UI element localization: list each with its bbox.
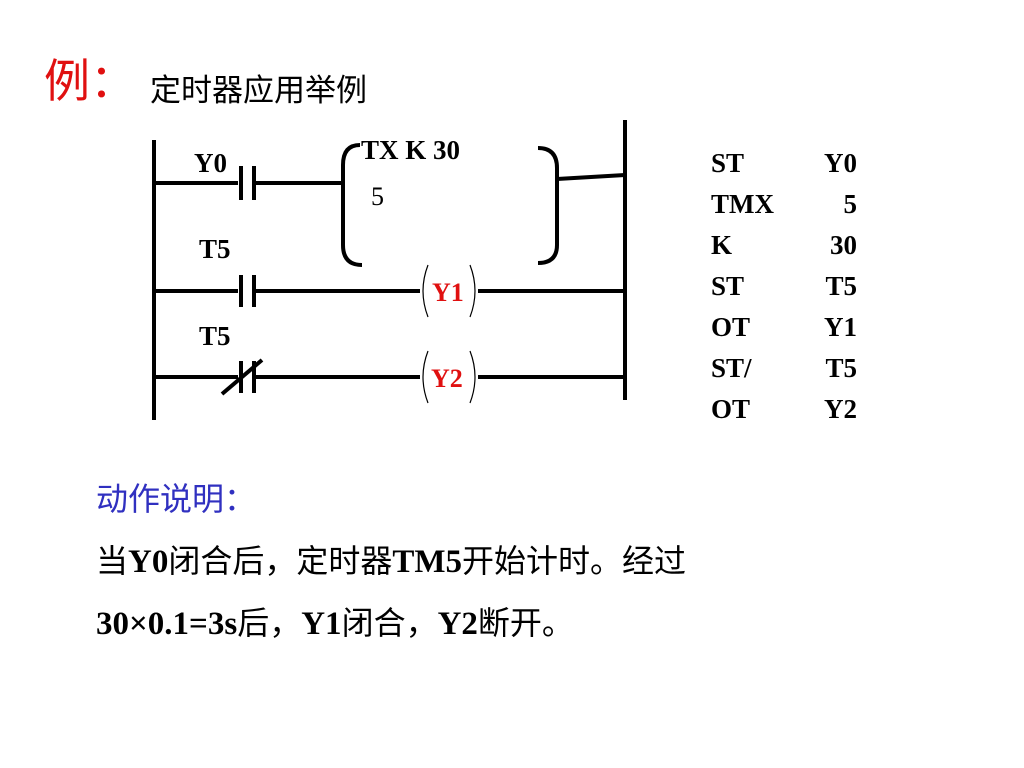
- example-prefix: 例：: [44, 54, 136, 108]
- instruction-op: ST: [711, 148, 745, 178]
- timer-bracket-left: [341, 143, 363, 267]
- instruction-op: TMX: [711, 189, 774, 219]
- instruction-op: K: [711, 230, 733, 260]
- instruction-arg: Y1: [824, 312, 857, 342]
- coil-y1-label: Y1: [432, 278, 464, 307]
- timer-bracket-right: [537, 146, 559, 265]
- instruction-arg: 5: [843, 189, 858, 219]
- coil-y2-right-arc: [469, 350, 476, 404]
- coil-y2-label: Y2: [431, 364, 463, 393]
- instruction-arg: Y2: [824, 394, 857, 424]
- rung2-contact-label: T5: [199, 234, 231, 264]
- rung3-nc-slash: [220, 358, 264, 396]
- instruction-op: OT: [711, 394, 751, 424]
- description-line-1: 当Y0闭合后，定时器TM5开始计时。经过: [96, 545, 686, 579]
- instruction-op: OT: [711, 312, 751, 342]
- description-heading: 动作说明：: [96, 480, 257, 518]
- desc-text: 闭合，: [341, 604, 438, 642]
- instruction-arg: T5: [825, 271, 857, 301]
- instruction-arg: T5: [825, 353, 857, 383]
- timer-number: 5: [371, 182, 384, 211]
- instruction-op: ST/: [711, 353, 752, 383]
- desc-text: 断开。: [477, 604, 574, 642]
- desc-text: 当: [96, 542, 129, 580]
- desc-text: 后，: [237, 604, 302, 642]
- desc-term: Y0: [128, 544, 169, 580]
- instruction-arg: Y0: [824, 148, 857, 178]
- coil-y1-left-arc: [422, 264, 429, 318]
- instruction-op: ST: [711, 271, 745, 301]
- rung1-contact-label: Y0: [194, 148, 227, 178]
- timer-header: TX K 30: [361, 135, 461, 165]
- desc-term: 30×0.1=3s: [96, 606, 238, 642]
- instruction-arg: 30: [830, 230, 857, 260]
- page-title: 定时器应用举例: [150, 73, 367, 109]
- description-line-2: 30×0.1=3s后，Y1闭合，Y2断开。: [96, 607, 574, 641]
- rung1-wire-right: [556, 173, 626, 181]
- rung3-contact-label: T5: [199, 321, 231, 351]
- desc-term: TM5: [392, 544, 463, 580]
- coil-y1-right-arc: [469, 264, 476, 318]
- desc-term: Y2: [437, 606, 478, 642]
- desc-text: 闭合后，定时器: [168, 542, 393, 580]
- desc-term: Y1: [301, 606, 342, 642]
- desc-text: 开始计时。经过: [462, 542, 687, 580]
- coil-y2-left-arc: [422, 350, 429, 404]
